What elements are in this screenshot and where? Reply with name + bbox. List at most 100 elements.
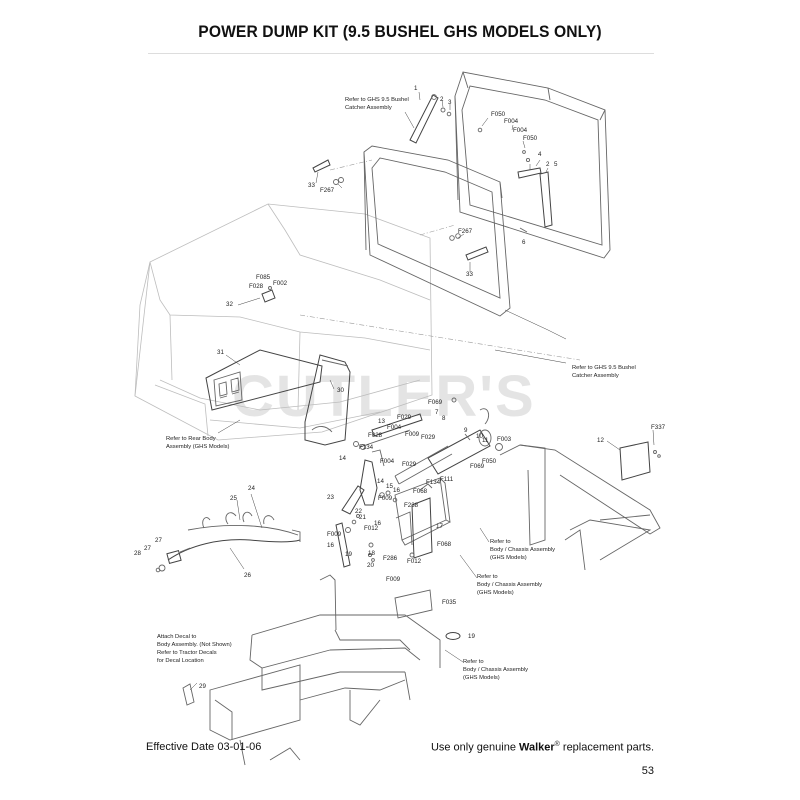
- note-rear-body: Refer to Rear Body Assembly (GHS Models): [166, 436, 230, 450]
- svg-text:23: 23: [327, 494, 334, 501]
- svg-text:F069: F069: [470, 463, 485, 470]
- svg-text:2: 2: [546, 161, 550, 168]
- svg-text:F068: F068: [413, 488, 428, 495]
- svg-text:14: 14: [339, 455, 346, 462]
- svg-text:Refer to: Refer to: [490, 539, 511, 545]
- note-chassis-1: Refer to Body / Chassis Assembly (GHS Mo…: [490, 539, 555, 561]
- svg-text:Refer to GHS 9.5 Bushel: Refer to GHS 9.5 Bushel: [345, 97, 409, 103]
- svg-text:F012: F012: [407, 558, 422, 565]
- svg-text:for Decal Location: for Decal Location: [157, 658, 204, 664]
- lever-23: [335, 485, 415, 568]
- page-number: 53: [641, 765, 654, 777]
- svg-text:F068: F068: [437, 541, 452, 548]
- svg-text:2: 2: [440, 96, 444, 103]
- svg-text:F069: F069: [428, 399, 443, 406]
- catcher-frame-rear: [454, 71, 611, 259]
- svg-text:Catcher Assembly: Catcher Assembly: [572, 373, 619, 379]
- svg-text:28: 28: [134, 550, 141, 557]
- svg-text:21: 21: [359, 514, 366, 521]
- svg-text:F012: F012: [364, 525, 379, 532]
- svg-text:27: 27: [144, 545, 151, 552]
- svg-text:F134: F134: [359, 444, 374, 451]
- svg-text:F028: F028: [249, 283, 264, 290]
- catcher-frame-front: [363, 145, 511, 317]
- svg-text:26: 26: [244, 572, 251, 579]
- svg-text:7: 7: [435, 409, 439, 416]
- plate-12: [619, 441, 661, 481]
- svg-text:6: 6: [522, 239, 526, 246]
- svg-text:10: 10: [476, 433, 483, 440]
- svg-text:F002: F002: [273, 280, 288, 287]
- svg-text:F267: F267: [458, 228, 473, 235]
- svg-text:F009: F009: [405, 431, 420, 438]
- svg-text:31: 31: [217, 349, 224, 356]
- svg-text:4: 4: [538, 151, 542, 158]
- svg-text:27: 27: [155, 537, 162, 544]
- svg-text:9: 9: [464, 427, 468, 434]
- svg-text:Refer to GHS 9.5 Bushel: Refer to GHS 9.5 Bushel: [572, 365, 636, 371]
- svg-text:Catcher Assembly: Catcher Assembly: [345, 105, 392, 111]
- svg-text:F050: F050: [491, 111, 506, 118]
- svg-text:19: 19: [345, 551, 352, 558]
- svg-text:1: 1: [414, 85, 418, 92]
- svg-text:16: 16: [327, 542, 334, 549]
- svg-text:F003: F003: [497, 436, 512, 443]
- svg-text:14: 14: [377, 478, 384, 485]
- svg-text:F029: F029: [397, 414, 412, 421]
- genuine-parts-notice: Use only genuine Walker® replacement par…: [430, 741, 654, 754]
- note-decal: Attach Decal to Body Assembly. (Not Show…: [157, 634, 232, 664]
- svg-text:Refer to Tractor Decals: Refer to Tractor Decals: [157, 650, 217, 656]
- catcher-hood-ghost: [134, 203, 433, 441]
- svg-text:Refer to Rear Body: Refer to Rear Body: [166, 436, 216, 442]
- svg-text:F134: F134: [426, 479, 441, 486]
- svg-text:F267: F267: [320, 187, 335, 194]
- svg-text:3: 3: [448, 99, 452, 106]
- svg-text:F004: F004: [380, 458, 395, 465]
- svg-text:20: 20: [367, 562, 374, 569]
- svg-text:32: 32: [226, 301, 233, 308]
- svg-text:18: 18: [368, 550, 375, 557]
- right-link-bracket: [477, 127, 553, 228]
- svg-text:Body / Chassis Assembly: Body / Chassis Assembly: [477, 582, 542, 588]
- svg-text:(GHS Models): (GHS Models): [490, 555, 527, 561]
- svg-text:25: 25: [230, 495, 237, 502]
- svg-text:F035: F035: [442, 599, 457, 606]
- svg-text:F286: F286: [383, 555, 398, 562]
- svg-text:Refer to: Refer to: [463, 659, 484, 665]
- bracket-32: [261, 286, 276, 303]
- note-chassis-3: Refer to Body / Chassis Assembly (GHS Mo…: [463, 659, 528, 681]
- svg-text:F009: F009: [378, 495, 393, 502]
- hinge-33-right: [449, 233, 489, 261]
- effective-date: Effective Date 03-01-06: [146, 741, 262, 753]
- svg-text:Body / Chassis Assembly: Body / Chassis Assembly: [463, 667, 528, 673]
- svg-text:(GHS Models): (GHS Models): [463, 675, 500, 681]
- svg-text:5: 5: [554, 161, 558, 168]
- svg-text:F004: F004: [387, 424, 402, 431]
- svg-text:8: 8: [442, 415, 446, 422]
- mount-bracket-17: [411, 497, 433, 559]
- linear-actuator: [394, 397, 503, 485]
- note-chassis-2: Refer to Body / Chassis Assembly (GHS Mo…: [477, 574, 542, 596]
- svg-text:17: 17: [436, 523, 443, 530]
- upper-pivot-bar: [353, 413, 423, 467]
- svg-text:19: 19: [468, 633, 475, 640]
- chassis-side-rail: [499, 444, 661, 571]
- svg-text:F009: F009: [327, 531, 342, 538]
- svg-text:F029: F029: [421, 434, 436, 441]
- side-panel-30: [304, 354, 351, 446]
- svg-text:F050: F050: [482, 458, 497, 465]
- svg-text:F111: F111: [440, 476, 454, 483]
- callout-labels: 1 2 3 F050 F004 F004 F050 4 2 5 6 33 F26…: [134, 85, 666, 690]
- title-divider: [148, 53, 654, 54]
- svg-text:22: 22: [355, 508, 362, 515]
- svg-text:33: 33: [308, 182, 315, 189]
- svg-text:11: 11: [482, 437, 489, 444]
- svg-text:24: 24: [248, 485, 255, 492]
- page-title: POWER DUMP KIT (9.5 BUSHEL GHS MODELS ON…: [198, 22, 602, 41]
- screen-panel-31: [205, 349, 323, 411]
- wiring-harness: [155, 511, 301, 573]
- svg-text:(GHS Models): (GHS Models): [477, 590, 514, 596]
- svg-text:16: 16: [374, 520, 381, 527]
- svg-text:F029: F029: [402, 461, 417, 468]
